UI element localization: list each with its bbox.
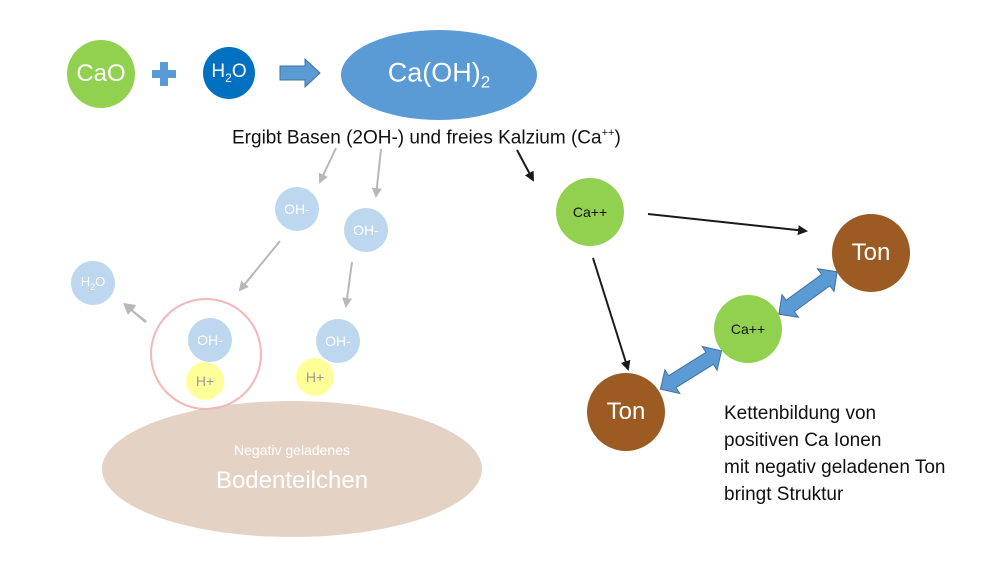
arrow-to-oh-2 xyxy=(371,148,382,198)
exchange-ring xyxy=(150,298,262,410)
oh-label-top-2: OH- xyxy=(353,222,379,238)
result-sup: ++ xyxy=(601,127,615,139)
bond-arrow-lower-icon xyxy=(659,345,723,395)
arrow-to-clay-right xyxy=(647,213,808,236)
arrow-to-oh-1 xyxy=(318,147,337,184)
h-label-right: H+ xyxy=(305,369,325,385)
bond-arrow-upper-icon xyxy=(778,268,838,318)
arrow-to-ring xyxy=(238,240,281,292)
clay-circle-right xyxy=(832,214,910,292)
water-circle-faded xyxy=(71,261,115,305)
calcium-label-top: Ca++ xyxy=(572,204,608,220)
water-sub: 2 xyxy=(225,70,232,85)
oh-label-ring: OH- xyxy=(197,332,223,348)
result-suffix: ) xyxy=(614,127,621,149)
caption-text: Kettenbildung von positiven Ca Ionen mit… xyxy=(724,400,945,508)
caption-line-4: bringt Struktur xyxy=(724,484,844,505)
clay-label-left: Ton xyxy=(606,398,646,425)
water-faded-o: O xyxy=(95,274,106,290)
arrow-to-water-icon xyxy=(123,303,147,323)
result-prefix: Ergibt Basen (2OH-) und freies Kalzium (… xyxy=(232,127,602,149)
caption-line-3: mit negativ geladenen Ton xyxy=(724,457,946,478)
caption-line-2: positiven Ca Ionen xyxy=(724,430,882,451)
h-circle-right xyxy=(296,358,334,396)
water-formula-faded: H2O xyxy=(81,274,106,292)
oh-label-top-1: OH- xyxy=(284,201,310,217)
oh-circle-top-1 xyxy=(275,187,319,231)
h-circle-ring xyxy=(186,362,224,400)
arrow-to-oh-right xyxy=(342,261,353,308)
calcium-hydroxide-ellipse xyxy=(341,30,537,120)
reaction-arrow-icon xyxy=(279,57,321,89)
oh-label-right: OH- xyxy=(325,333,351,349)
oh-circle-ring xyxy=(188,318,232,362)
soil-label-line1: Negativ geladenes xyxy=(234,442,350,458)
cao-label: CaO xyxy=(76,60,126,87)
arrow-to-clay-left xyxy=(592,257,631,371)
oh-circle-right xyxy=(316,319,360,363)
soil-label-line2: Bodenteilchen xyxy=(215,467,369,494)
h-label-ring: H+ xyxy=(195,373,215,389)
oh-circle-top-2 xyxy=(344,208,388,252)
plus-icon xyxy=(152,62,176,86)
caption-line-1: Kettenbildung von xyxy=(724,403,877,424)
water-o: O xyxy=(231,61,247,83)
cao-circle xyxy=(67,40,135,108)
clay-label-right: Ton xyxy=(851,239,891,266)
water-faded-sub: 2 xyxy=(90,281,96,292)
soil-particle-ellipse xyxy=(102,401,482,537)
water-faded-h: H xyxy=(80,274,91,290)
clay-circle-left xyxy=(587,373,665,451)
product-main: Ca(OH) xyxy=(387,57,481,88)
arrow-to-calcium xyxy=(516,149,534,182)
result-text: Ergibt Basen (2OH-) und freies Kalzium (… xyxy=(232,127,621,149)
calcium-circle-middle xyxy=(714,295,782,363)
gray-arrows xyxy=(238,147,382,308)
product-sub: 2 xyxy=(480,72,491,92)
water-h: H xyxy=(211,61,226,83)
water-circle xyxy=(203,47,255,99)
calcium-circle-top xyxy=(556,178,624,246)
calcium-hydroxide-formula: Ca(OH)2 xyxy=(388,57,490,92)
water-formula: H2O xyxy=(211,61,246,85)
calcium-label-middle: Ca++ xyxy=(730,321,766,337)
